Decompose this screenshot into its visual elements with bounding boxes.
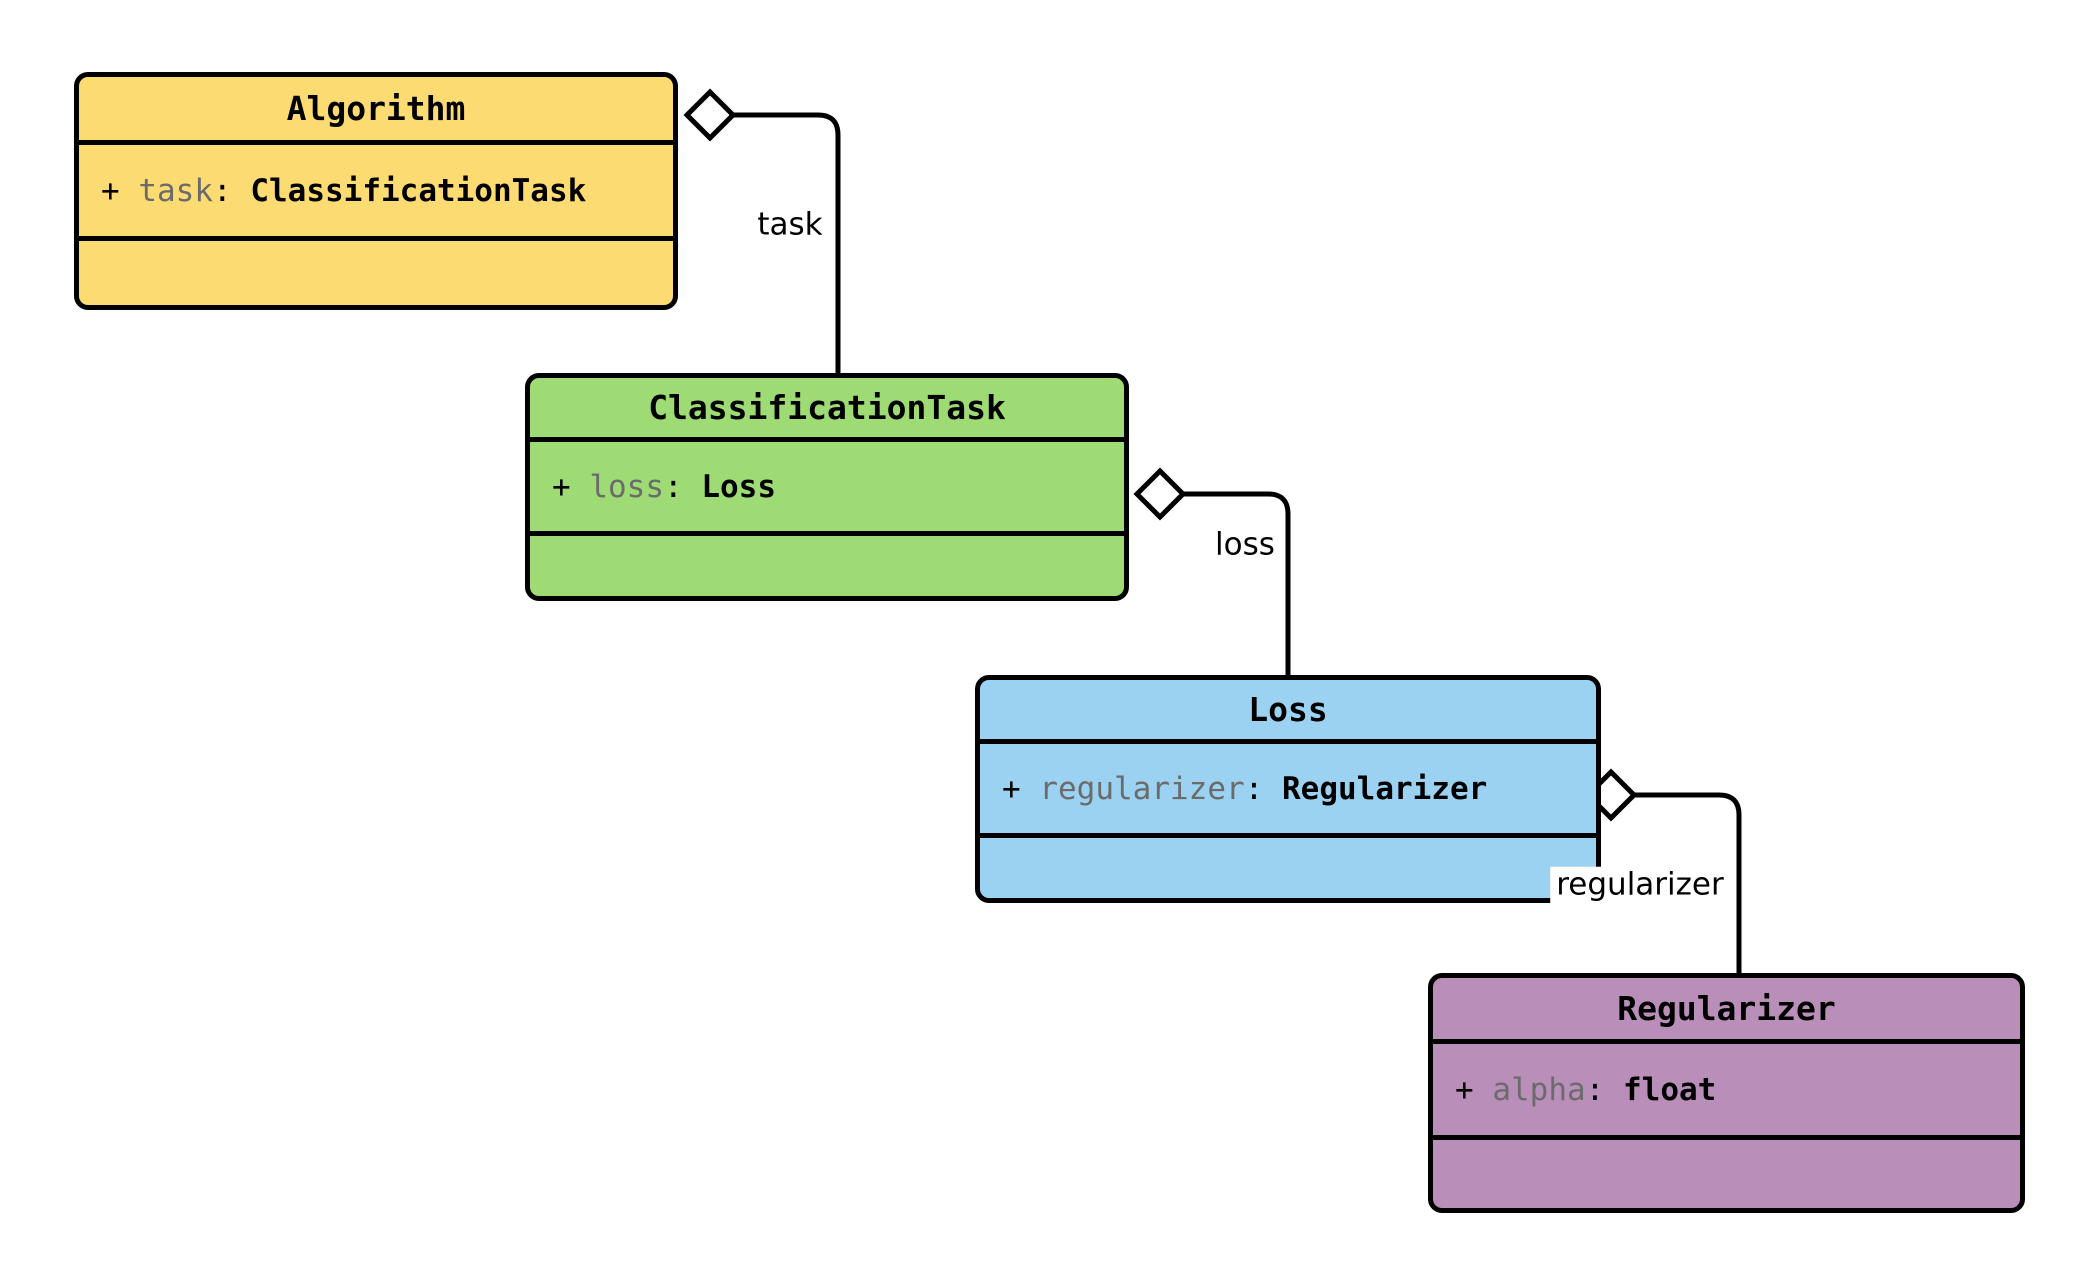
attribute-space [1474,1072,1493,1108]
attribute-name: alpha [1492,1071,1586,1108]
attribute-separator: : [1244,770,1264,807]
uml-methods-loss [980,838,1596,888]
attribute-type: Regularizer [1282,770,1488,807]
uml-methods-algorithm [79,241,673,295]
uml-attributes-algorithm: + task: ClassificationTask [79,145,673,241]
uml-class-title-classificationtask: ClassificationTask [530,378,1124,442]
attribute-separator: : [1585,1071,1605,1108]
uml-methods-classificationtask [530,536,1124,586]
attribute-row: + loss: Loss [552,469,776,505]
attribute-row: + alpha: float [1455,1072,1716,1108]
edge-loss-line [1183,491,1291,675]
edge-label-regularizer: regularizer [1550,866,1730,904]
attribute-visibility: + [1002,770,1021,807]
attribute-name: loss [589,468,664,505]
attribute-visibility: + [1455,1071,1474,1108]
attribute-space [683,469,702,505]
uml-class-algorithm[interactable]: Algorithm + task: ClassificationTask [74,72,678,310]
uml-methods-regularizer [1433,1140,2020,1198]
attribute-space [232,173,251,209]
attribute-space [1604,1072,1623,1108]
uml-attributes-regularizer: + alpha: float [1433,1044,2020,1140]
edge-loss [1133,467,1291,675]
uml-class-title-regularizer: Regularizer [1433,978,2020,1044]
attribute-name: regularizer [1039,770,1245,807]
uml-class-loss[interactable]: Loss + regularizer: Regularizer [975,675,1601,903]
attribute-row: + regularizer: Regularizer [1002,771,1487,807]
attribute-space [120,173,139,209]
attribute-visibility: + [552,468,571,505]
attribute-separator: : [664,468,683,505]
attribute-space [571,469,590,505]
uml-class-regularizer[interactable]: Regularizer + alpha: float [1428,973,2025,1213]
aggregation-diamond-icon [1133,467,1187,521]
attribute-type: ClassificationTask [250,172,587,209]
attribute-visibility: + [101,172,120,209]
edge-label-loss: loss [1209,526,1281,564]
attribute-separator: : [213,172,232,209]
attribute-row: + task: ClassificationTask [101,173,586,209]
attribute-space [1021,771,1040,807]
attribute-name: task [138,172,213,209]
edge-task-line [733,112,841,373]
attribute-space [1263,771,1282,807]
uml-class-title-algorithm: Algorithm [79,77,673,145]
uml-class-title-loss: Loss [980,680,1596,744]
attribute-type: Loss [701,468,776,505]
uml-attributes-classificationtask: + loss: Loss [530,442,1124,536]
uml-class-classificationtask[interactable]: ClassificationTask + loss: Loss [525,373,1129,601]
uml-attributes-loss: + regularizer: Regularizer [980,744,1596,838]
edge-label-task: task [751,206,829,244]
attribute-type: float [1623,1071,1717,1108]
aggregation-diamond-icon [683,88,737,142]
